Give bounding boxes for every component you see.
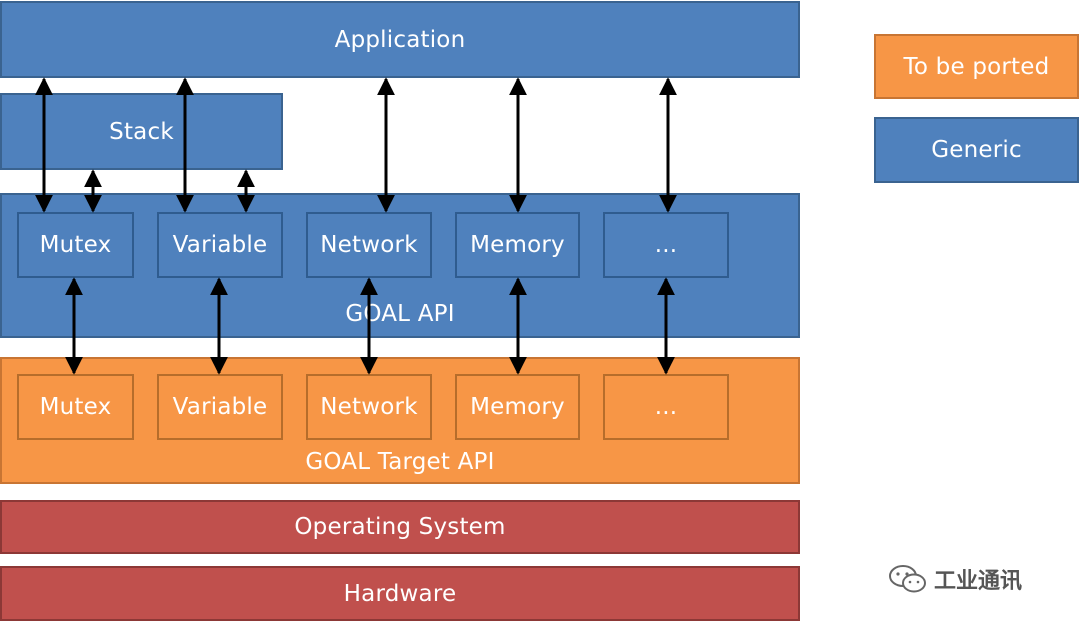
goal-api-module-variable: Variable [157, 212, 283, 278]
goal-target-api-label: GOAL Target API [305, 449, 495, 475]
hardware-layer: Hardware [0, 566, 800, 621]
module-label: ... [654, 232, 678, 258]
goal-target-module-network: Network [306, 374, 432, 440]
goal-target-module-memory: Memory [455, 374, 580, 440]
watermark: 工业通讯 [888, 562, 1022, 596]
module-label: Network [320, 232, 418, 258]
stack-label: Stack [109, 118, 174, 145]
module-label: Variable [172, 394, 268, 420]
watermark-text: 工业通讯 [934, 569, 1023, 594]
legend-to-be-ported-label: To be ported [903, 53, 1050, 80]
legend-to-be-ported: To be ported [874, 34, 1079, 99]
goal-target-module-variable: Variable [157, 374, 283, 440]
module-label: Mutex [39, 232, 112, 258]
module-label: ... [654, 394, 678, 420]
goal-target-module-mutex: Mutex [17, 374, 134, 440]
legend-generic-label: Generic [931, 137, 1022, 163]
operating-system-label: Operating System [294, 514, 506, 540]
module-label: Variable [172, 232, 268, 258]
module-label: Memory [470, 394, 565, 420]
stack-layer: Stack [0, 93, 283, 170]
goal-api-module-more: ... [603, 212, 729, 278]
hardware-label: Hardware [343, 580, 457, 607]
goal-api-module-network: Network [306, 212, 432, 278]
application-layer: Application [0, 1, 800, 78]
operating-system-layer: Operating System [0, 500, 800, 554]
goal-api-module-mutex: Mutex [17, 212, 134, 278]
wechat-icon [889, 565, 926, 593]
module-label: Mutex [39, 394, 112, 420]
module-label: Memory [470, 232, 565, 258]
application-label: Application [334, 26, 466, 53]
legend-generic: Generic [874, 117, 1079, 183]
goal-target-module-more: ... [603, 374, 729, 440]
goal-api-module-memory: Memory [455, 212, 580, 278]
module-label: Network [320, 394, 418, 420]
goal-api-label: GOAL API [345, 301, 455, 327]
